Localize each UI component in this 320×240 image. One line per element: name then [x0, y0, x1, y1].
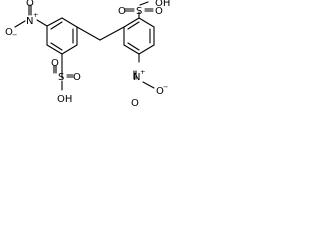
left-sulfo-oh-label: OH: [57, 94, 72, 105]
right-nitro-o-charge: −: [163, 83, 168, 91]
ethylene-bridge: [76, 26, 125, 41]
left-sulfo-o-right: O: [73, 72, 81, 83]
right-sulfo-oh-label: OH: [155, 0, 170, 9]
right-nitro-o-minus-label: O: [156, 86, 164, 97]
right-nitro-group: O N + O −: [131, 53, 168, 109]
right-benzene-ring: [123, 17, 155, 55]
right-sulfo-o-left: O: [118, 6, 126, 17]
right-nitro-o-bottom: O: [131, 98, 139, 109]
right-sulfo-s-label: S: [136, 6, 142, 17]
left-nitro-n-label: N: [26, 16, 33, 27]
right-sulfo-o-right: O: [155, 6, 163, 17]
left-sulfo-o-top: O: [51, 58, 59, 69]
left-nitro-n-charge: +: [33, 11, 38, 19]
structure-diagram: N + O O − O S O OH: [0, 0, 205, 122]
left-sulfo-group: O S O OH: [51, 53, 81, 105]
right-sulfo-group: OH O S O: [118, 0, 170, 19]
left-nitro-o-label: O: [26, 0, 34, 9]
molecule-svg: N + O O − O S O OH: [5, 0, 170, 109]
left-nitro-o-minus-label: O: [5, 27, 13, 38]
right-nitro-n-label: N: [133, 72, 140, 83]
right-nitro-n-charge: +: [140, 68, 145, 76]
left-nitro-group: N + O O −: [5, 0, 48, 39]
left-sulfo-s-label: S: [58, 72, 64, 83]
left-nitro-o-charge: −: [12, 31, 17, 39]
left-benzene-ring: [46, 17, 78, 55]
